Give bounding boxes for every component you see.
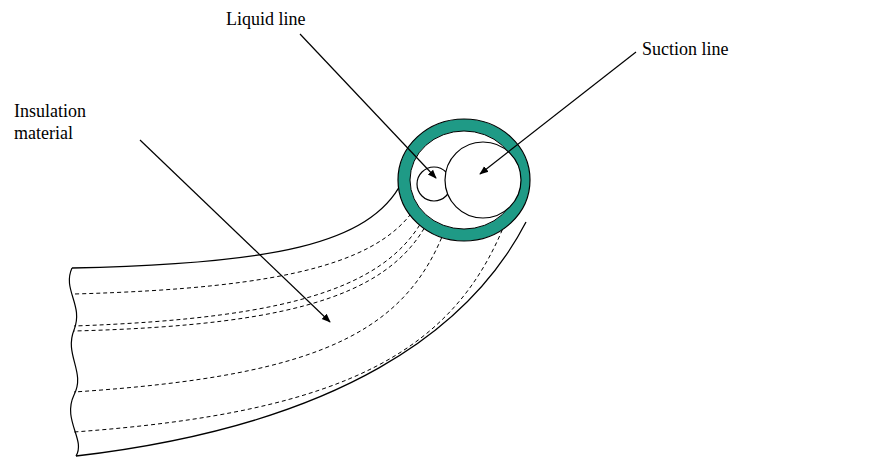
break-line bbox=[69, 268, 78, 456]
leader-lines bbox=[140, 34, 636, 322]
insulation-ring bbox=[398, 119, 530, 241]
suction-pipe bbox=[445, 142, 521, 218]
part-label: Insulation material bbox=[14, 100, 124, 144]
part-label: Liquid line bbox=[226, 8, 306, 30]
tube-edge bbox=[76, 222, 526, 456]
part-label: Suction line bbox=[642, 38, 729, 60]
